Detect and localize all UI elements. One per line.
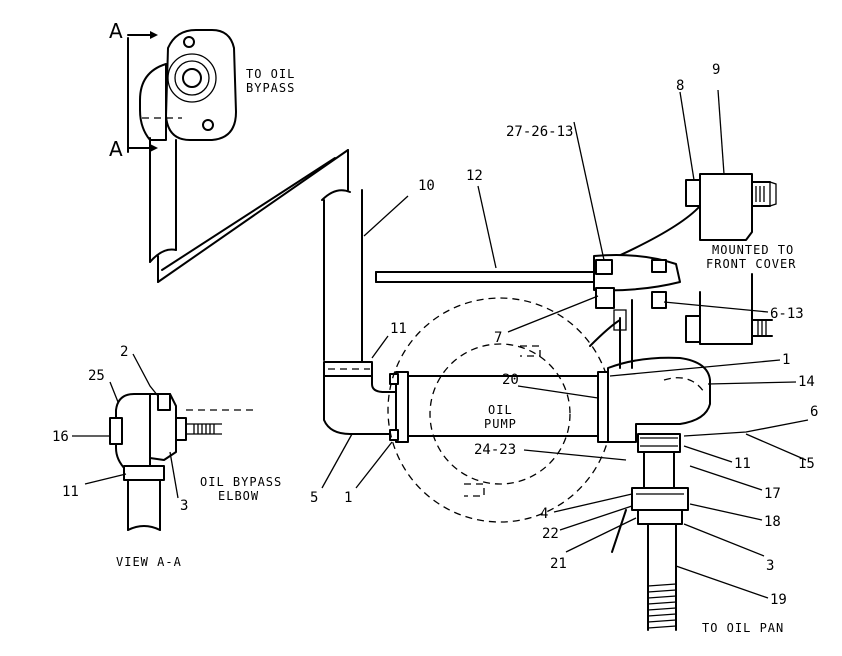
callout-6-13: 6-13 — [770, 306, 804, 322]
mounted-label-line1: MOUNTED TO — [712, 243, 794, 257]
mounted-label-line2: FRONT COVER — [706, 257, 796, 271]
callout-5: 5 — [310, 490, 318, 506]
callout-7: 7 — [494, 330, 502, 346]
support-rod — [375, 254, 681, 309]
view-marker-top: A — [109, 19, 123, 43]
view-aa-label: VIEW A-A — [116, 555, 182, 569]
callout-14: 14 — [798, 374, 815, 390]
callout-16: 16 — [52, 429, 69, 445]
callout-20: 20 — [502, 372, 519, 388]
callout-15: 15 — [798, 456, 815, 472]
to-oil-pan-label: TO OIL PAN — [702, 621, 784, 635]
callout-9: 9 — [712, 62, 720, 78]
callout-11-elbow: 11 — [390, 321, 407, 337]
callout-22: 22 — [542, 526, 559, 542]
to-oil-bypass-label-line2: BYPASS — [246, 81, 295, 95]
bypass-flange — [139, 29, 237, 283]
callout-21: 21 — [550, 556, 567, 572]
callout-25: 25 — [88, 368, 105, 384]
view-marker-bottom: A — [109, 137, 123, 161]
callout-4: 4 — [540, 506, 548, 522]
valve-body — [589, 299, 711, 443]
oil-pump-label-line1: OIL — [488, 403, 513, 417]
elbow-label-line1: OIL BYPASS — [200, 475, 282, 489]
callout-19: 19 — [770, 592, 787, 608]
section-marker-a: A A — [109, 19, 158, 161]
to-oil-bypass-label-line1: TO OIL — [246, 67, 295, 81]
callout-2: 2 — [120, 344, 128, 360]
callout-17: 17 — [764, 486, 781, 502]
callout-11-view: 11 — [62, 484, 79, 500]
callout-3-pickup: 3 — [766, 558, 774, 574]
lower-elbow — [323, 371, 409, 443]
callout-11-pickup: 11 — [734, 456, 751, 472]
callout-1-lower: 1 — [344, 490, 352, 506]
callout-10: 10 — [418, 178, 435, 194]
callouts: 2 25 16 11 3 11 5 1 27-26-13 8 9 10 12 7… — [52, 62, 818, 608]
pickup-screen — [647, 583, 677, 631]
callout-12: 12 — [466, 168, 483, 184]
callout-18: 18 — [764, 514, 781, 530]
elbow-label-line2: ELBOW — [218, 489, 259, 503]
bypass-tube — [157, 149, 373, 377]
callout-6: 6 — [810, 404, 818, 420]
oil-pump-label-line2: PUMP — [484, 417, 517, 431]
bypass-elbow-view — [109, 393, 254, 531]
callout-1-upper: 1 — [782, 352, 790, 368]
front-cover-bracket — [613, 173, 777, 345]
callout-27-26-13: 27-26-13 — [506, 124, 573, 140]
callout-24-23: 24-23 — [474, 442, 516, 458]
pickup-assembly — [611, 433, 689, 631]
leader-lines — [72, 89, 809, 599]
callout-3-view: 3 — [180, 498, 188, 514]
callout-8: 8 — [676, 78, 684, 94]
